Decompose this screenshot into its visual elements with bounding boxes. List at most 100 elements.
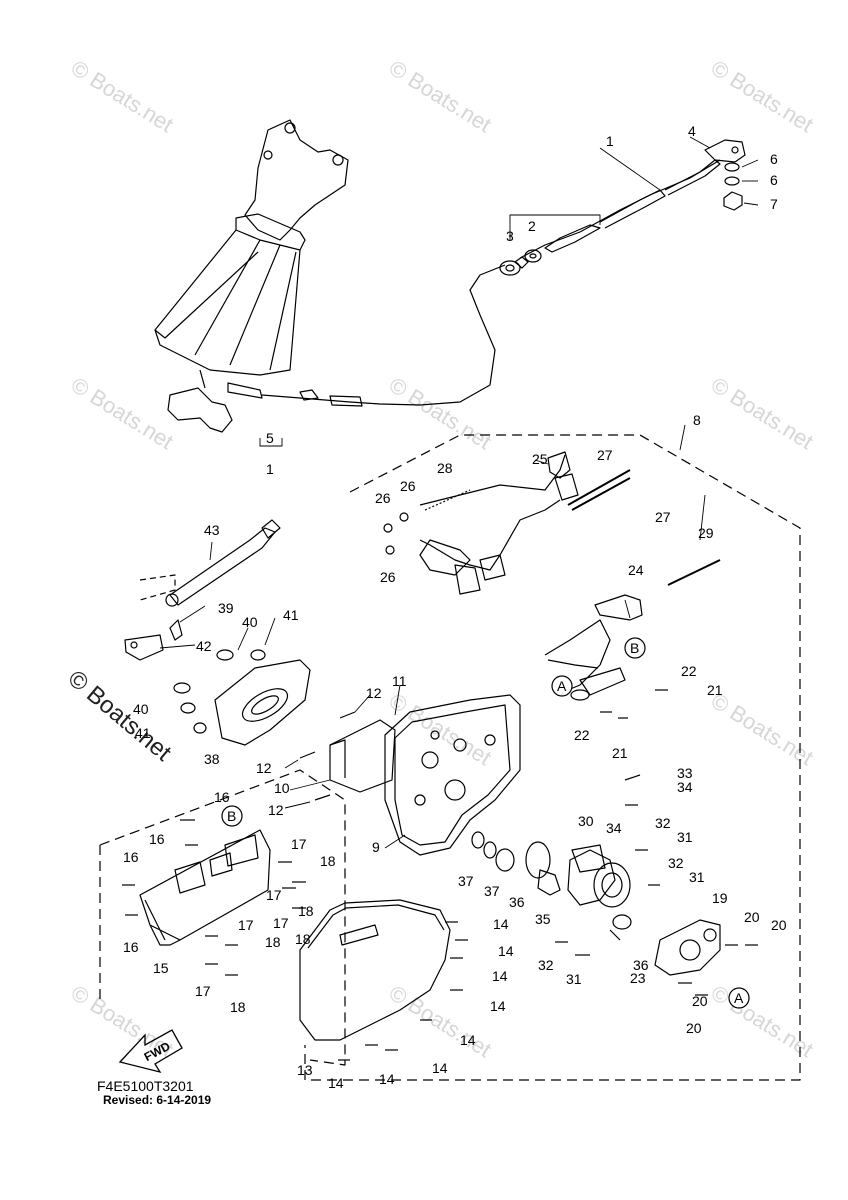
callout-23: 23 <box>630 970 646 986</box>
callout-21: 21 <box>707 682 723 698</box>
callout-41: 41 <box>135 725 151 741</box>
callout-40: 40 <box>242 614 258 630</box>
main-housing <box>329 694 521 856</box>
callout-20: 20 <box>744 909 760 925</box>
callout-30: 30 <box>578 813 594 829</box>
callout-14: 14 <box>328 1075 344 1091</box>
ecu-box <box>139 829 271 946</box>
callout-16: 16 <box>123 849 139 865</box>
callout-b-letter: B <box>227 808 236 824</box>
motor-assembly <box>471 831 632 930</box>
callout-38: 38 <box>204 751 220 767</box>
cover <box>299 899 451 1041</box>
callout-17: 17 <box>273 915 289 931</box>
callout-18: 18 <box>298 903 314 919</box>
callout-17: 17 <box>266 887 282 903</box>
callout-a-letter: A <box>734 990 744 1006</box>
throttle-cable <box>261 159 721 407</box>
callout-4: 4 <box>688 123 696 139</box>
callout-b-circle-2 <box>221 805 243 827</box>
callout-18: 18 <box>320 853 336 869</box>
callout-29: 29 <box>698 525 714 541</box>
callout-36: 36 <box>633 957 649 973</box>
callout-21: 21 <box>612 745 628 761</box>
cable-hardware <box>499 139 746 276</box>
callout-7: 7 <box>770 196 778 212</box>
bracket <box>654 919 721 976</box>
callout-37: 37 <box>458 873 474 889</box>
callout-42: 42 <box>196 638 212 654</box>
callout-16: 16 <box>123 939 139 955</box>
callout-27: 27 <box>655 509 671 525</box>
callout-6: 6 <box>770 151 778 167</box>
callout-11: 11 <box>392 673 407 689</box>
callout-43: 43 <box>204 522 220 538</box>
leader-lines <box>159 136 759 849</box>
callout-34: 34 <box>677 779 693 795</box>
fasteners <box>122 689 758 1061</box>
callout-5: 5 <box>266 430 274 446</box>
revised-date: Revised: 6-14-2019 <box>103 1093 212 1107</box>
callout-a-circle <box>551 675 573 697</box>
assembly-boundary <box>304 434 801 1081</box>
sensor-harness <box>544 594 643 701</box>
callout-31: 31 <box>689 869 705 885</box>
callout-26: 26 <box>380 569 396 585</box>
callout-31: 31 <box>677 829 693 845</box>
callout-22: 22 <box>681 663 697 679</box>
callout-28: 28 <box>437 460 453 476</box>
callout-25: 25 <box>532 451 548 467</box>
callout-24: 24 <box>628 562 644 578</box>
drawing-code: F4E5100T3201 <box>97 1078 194 1094</box>
callout-32: 32 <box>655 815 671 831</box>
callout-39: 39 <box>218 600 234 616</box>
wire-harness <box>383 451 721 595</box>
callout-14: 14 <box>379 1071 395 1087</box>
callout-35: 35 <box>535 911 551 927</box>
callout-6: 6 <box>770 172 778 188</box>
callout-17: 17 <box>291 836 307 852</box>
fwd-arrow <box>118 1029 183 1074</box>
callout-b-letter: B <box>630 640 639 656</box>
callout-14: 14 <box>498 943 514 959</box>
callout-circles <box>221 637 750 1009</box>
callout-15: 15 <box>153 960 169 976</box>
callout-17: 17 <box>195 983 211 999</box>
callout-36: 36 <box>509 894 525 910</box>
grommet-plate <box>169 619 311 746</box>
callout-20: 20 <box>771 917 787 933</box>
callout-33: 33 <box>677 765 693 781</box>
callout-18: 18 <box>265 934 281 950</box>
callout-12: 12 <box>366 685 382 701</box>
callout-14: 14 <box>493 916 509 932</box>
box-boundary <box>99 769 346 1066</box>
callout-16: 16 <box>214 789 230 805</box>
callout-37: 37 <box>484 883 500 899</box>
callout-3: 3 <box>506 228 514 244</box>
callout-22: 22 <box>574 727 590 743</box>
callout-12: 12 <box>268 802 284 818</box>
callout-26: 26 <box>400 478 416 494</box>
callout-9: 9 <box>372 839 380 855</box>
callout-a-letter: A <box>557 678 567 694</box>
callout-32: 32 <box>538 957 554 973</box>
callout-14: 14 <box>490 998 506 1014</box>
steering-column <box>154 119 349 433</box>
callout-41: 41 <box>283 607 299 623</box>
callout-40: 40 <box>133 701 149 717</box>
fwd-label: FWD <box>142 1039 173 1064</box>
callout-8: 8 <box>693 412 701 428</box>
callout-34: 34 <box>606 820 622 836</box>
callout-16: 16 <box>149 831 165 847</box>
callout-20: 20 <box>686 1020 702 1036</box>
callout-27: 27 <box>597 447 613 463</box>
callout-13: 13 <box>297 1062 313 1078</box>
callout-20: 20 <box>692 993 708 1009</box>
callout-19: 19 <box>712 890 728 906</box>
callout-2: 2 <box>528 218 536 234</box>
callout-10: 10 <box>274 780 290 796</box>
link-rod <box>124 519 281 661</box>
callout-14: 14 <box>460 1032 476 1048</box>
